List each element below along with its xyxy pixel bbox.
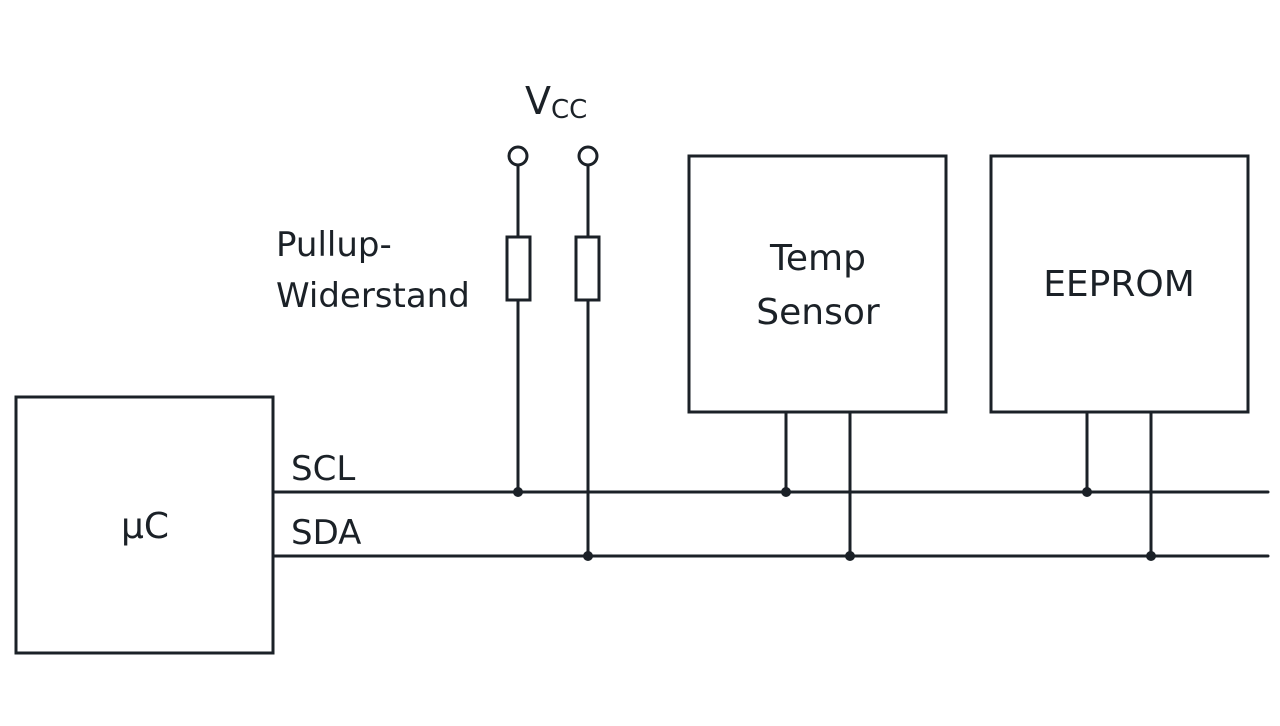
temp-sensor-label-line2: Sensor	[756, 292, 880, 333]
pullup-label-line1: Pullup-	[276, 225, 392, 265]
temp-sensor-block	[687, 154, 948, 414]
junction-dot	[1082, 487, 1092, 497]
scl-label: SCL	[291, 449, 355, 489]
vcc-terminal-sda	[577, 145, 599, 167]
microcontroller-label: µC	[121, 506, 169, 547]
temp-sensor-label-line1: Temp	[769, 238, 866, 279]
pullup-resistor-sda	[574, 235, 601, 302]
junction-dot	[583, 551, 593, 561]
eeprom-label: EEPROM	[1043, 264, 1195, 305]
junction-dot	[1146, 551, 1156, 561]
vcc-subscript: CC	[551, 95, 587, 125]
microcontroller-block	[14, 395, 275, 655]
junction-dot	[513, 487, 523, 497]
vcc-label: VCC	[525, 79, 587, 125]
sda-label: SDA	[291, 513, 361, 553]
eeprom-block	[989, 154, 1250, 414]
vcc-terminal-scl	[507, 145, 529, 167]
vcc-main: V	[525, 79, 551, 123]
pullup-resistor-scl	[505, 235, 532, 302]
junction-dot	[781, 487, 791, 497]
pullup-label-line2: Widerstand	[276, 276, 470, 316]
junction-dot	[845, 551, 855, 561]
